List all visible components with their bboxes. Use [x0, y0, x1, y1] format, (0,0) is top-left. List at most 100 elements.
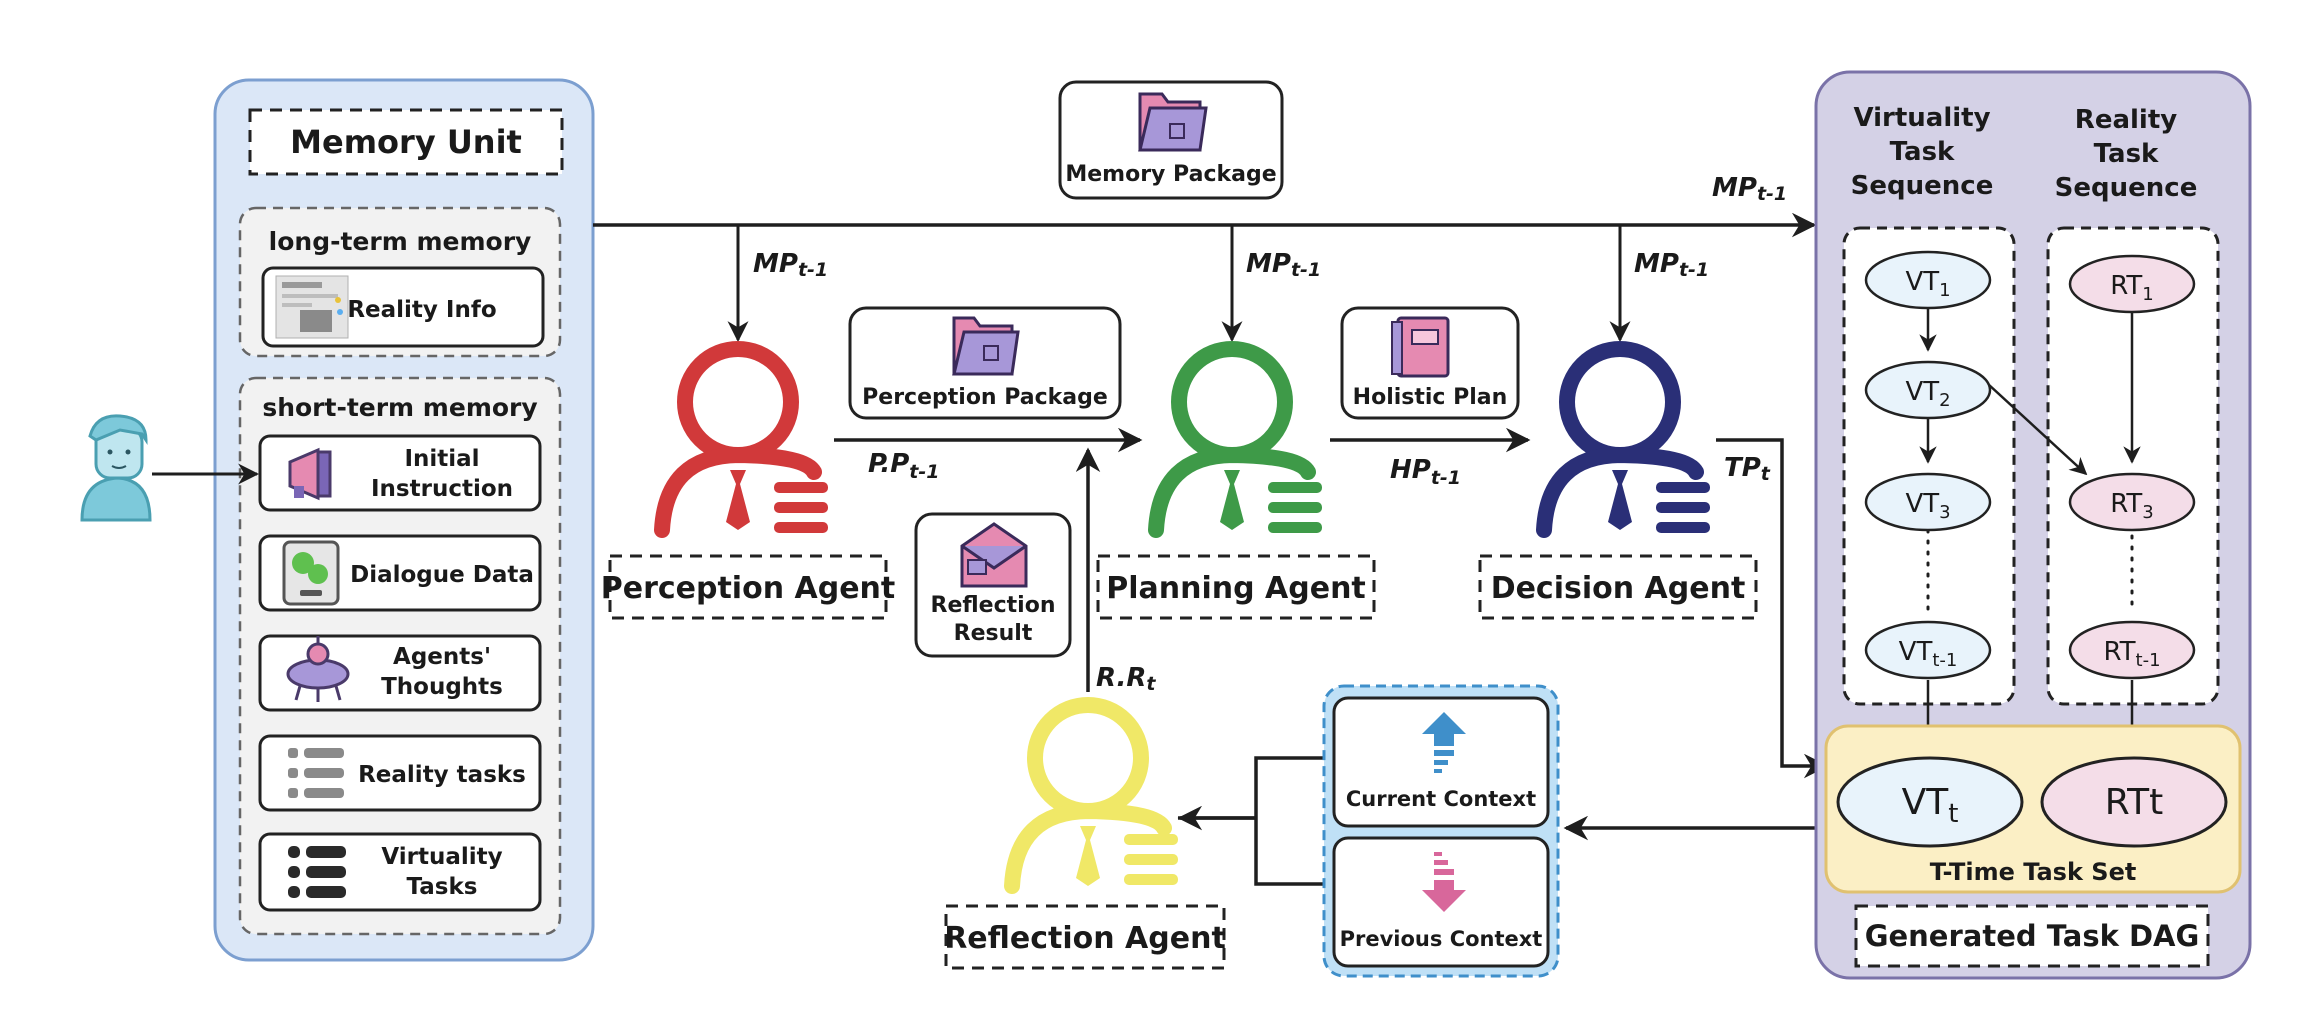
reality-header: Sequence: [2055, 173, 2198, 203]
envelope-icon: [960, 522, 1028, 588]
memory-item-label: Thoughts: [381, 674, 503, 700]
generated-task-dag-title: Generated Task DAG: [1865, 919, 2200, 953]
reflection-result-card: Reflection Result: [914, 512, 1072, 658]
megaphone-icon: [288, 447, 332, 501]
arrow-up-icon: [1422, 712, 1466, 773]
reflection-agent-label-box: Reflection Agent: [944, 904, 1226, 970]
package-label: Holistic Plan: [1353, 385, 1508, 410]
package-label: Perception Package: [862, 385, 1108, 410]
short-term-memory-title: short-term memory: [262, 393, 537, 422]
vt-node: VTt-1: [1864, 620, 1992, 680]
vt-node: VT2: [1864, 360, 1992, 420]
planning-agent-figure: [1148, 341, 1322, 538]
virtuality-header: Sequence: [1851, 171, 1994, 201]
edge-label-mp-planning: MPt-1: [1246, 249, 1321, 281]
memory-item-agents-thoughts: Agents' Thoughts: [258, 634, 542, 712]
planning-agent-label-box: Planning Agent: [1096, 554, 1376, 620]
rt-t-node: RTt: [2105, 782, 2164, 823]
tie-icon: [726, 470, 750, 530]
memory-item-label: Tasks: [407, 874, 478, 900]
memory-item-label: Agents': [393, 644, 491, 670]
rt-node: RT1: [2068, 254, 2196, 314]
current-context-card: Current Context: [1332, 696, 1550, 828]
svg-text:RT1: RT1: [2110, 271, 2154, 305]
memory-package-bus: [593, 212, 1817, 343]
folder-icon: [1138, 92, 1208, 152]
agent-label: Decision Agent: [1491, 571, 1746, 606]
tie-icon: [1608, 470, 1632, 530]
memory-item-virtuality-tasks: Virtuality Tasks: [258, 832, 542, 912]
svg-text:VTt-1: VTt-1: [1899, 637, 1958, 671]
vt-node: VT3: [1864, 472, 1992, 532]
reality-header: Task: [2094, 139, 2159, 169]
tie-icon: [1220, 470, 1244, 530]
document-thumbnail-icon: [275, 275, 349, 339]
memory-item-reality-tasks: Reality tasks: [258, 734, 542, 812]
memory-item-label: Dialogue Data: [350, 562, 534, 588]
agent-label: Planning Agent: [1106, 571, 1366, 606]
package-label: Reflection: [931, 593, 1056, 618]
chat-app-icon: [282, 540, 340, 606]
memory-package-card: Memory Package: [1058, 80, 1284, 200]
agent-label: Reflection Agent: [944, 921, 1226, 956]
edge-label-mp-decision: MPt-1: [1634, 249, 1709, 281]
svg-text:VT3: VT3: [1905, 489, 1950, 523]
list-icon: [288, 748, 344, 798]
svg-text:RT3: RT3: [2110, 489, 2154, 523]
decision-agent-label-box: Decision Agent: [1478, 554, 1758, 620]
t-time-task-set: VTt RTt T-Time Task Set: [1824, 724, 2242, 894]
reflection-agent-figure: [1004, 697, 1178, 894]
rt-node: RT3: [2068, 472, 2196, 532]
vt-t-node: VTt: [1902, 782, 1959, 829]
arrow-down-icon: [1422, 852, 1466, 912]
memory-item-label: Instruction: [371, 476, 513, 502]
tie-icon: [1076, 826, 1100, 886]
memory-unit-title: Memory Unit: [290, 123, 522, 161]
folder-icon: [952, 316, 1020, 376]
memory-item-label: Reality tasks: [358, 762, 526, 788]
agent-label: Perception Agent: [601, 571, 896, 606]
memory-item-dialogue-data: Dialogue Data: [258, 534, 542, 612]
rt-node: RTt-1: [2068, 620, 2196, 680]
perception-package-card: Perception Package: [848, 306, 1122, 420]
user-avatar-icon: [80, 414, 152, 522]
dag-edge: [1987, 383, 2088, 476]
memory-item-initial-instruction: Initial Instruction: [258, 434, 542, 512]
virtuality-header: Task: [1890, 137, 1955, 167]
context-label: Previous Context: [1340, 927, 1543, 951]
decision-to-dag-arrow: [1716, 438, 1829, 779]
edge-label-pp: P.Pt-1: [868, 449, 940, 483]
memory-item-label: Initial: [404, 446, 479, 472]
context-to-reflection-arrow: [1178, 756, 1334, 886]
vt-node: VT1: [1864, 250, 1992, 310]
previous-context-card: Previous Context: [1332, 836, 1550, 968]
svg-text:VT1: VT1: [1905, 267, 1950, 301]
edge-label-tp: TPt: [1724, 453, 1771, 485]
package-label: Result: [954, 621, 1033, 646]
edge-label-mp-perception: MPt-1: [753, 249, 828, 281]
t-time-task-set-label: T-Time Task Set: [1930, 858, 2137, 886]
perception-agent-label-box: Perception Agent: [601, 554, 896, 620]
memory-unit-panel: Memory Unit long-term memory Reality Inf…: [213, 78, 595, 962]
decision-agent-figure: [1536, 341, 1710, 538]
robot-icon: [286, 636, 350, 702]
reality-header: Reality: [2075, 105, 2177, 135]
holistic-plan-card: Holistic Plan: [1340, 306, 1520, 420]
svg-text:VT2: VT2: [1905, 377, 1950, 411]
notebook-icon: [1391, 316, 1450, 378]
memory-item-reality-info: Reality Info: [261, 266, 545, 348]
virtuality-header: Virtuality: [1853, 103, 1990, 133]
list-icon: [288, 846, 346, 898]
long-term-memory-title: long-term memory: [269, 227, 532, 256]
task-dag-panel: Virtuality Task Sequence Reality Task Se…: [1814, 70, 2252, 980]
memory-item-label: Reality Info: [347, 297, 496, 323]
context-panel: Current Context Previous Context: [1322, 684, 1560, 978]
generated-task-dag-title-box: Generated Task DAG: [1854, 904, 2210, 968]
memory-item-label: Virtuality: [381, 844, 502, 870]
perception-agent-figure: [654, 341, 828, 538]
context-label: Current Context: [1346, 787, 1536, 811]
edge-label-rr: R.Rt: [1096, 663, 1156, 695]
edge-label-mp-dag: MPt-1: [1712, 173, 1787, 205]
edge-label-hp: HPt-1: [1390, 455, 1461, 489]
package-label: Memory Package: [1065, 162, 1276, 187]
